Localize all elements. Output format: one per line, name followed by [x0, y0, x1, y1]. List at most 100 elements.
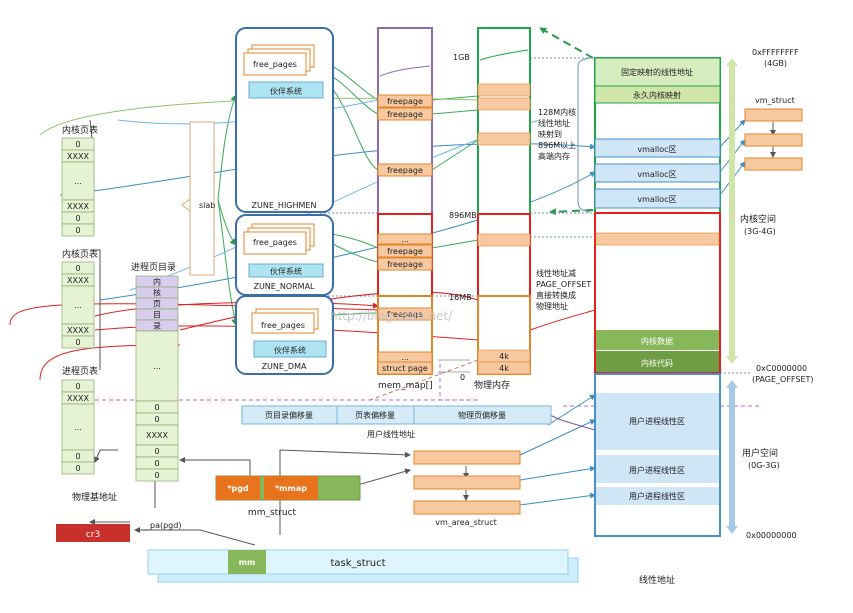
table-cell-text: 0 — [154, 415, 159, 424]
zone-highmem-label: ZUNE_HIGHMEN — [252, 201, 317, 210]
slab-bracket: slab — [181, 121, 215, 276]
zone-highmem: free_pages 伙伴系统 ZUNE_HIGHMEN — [235, 27, 334, 213]
task-struct: mm task_struct — [147, 549, 579, 583]
table-cell-text: XXXX — [146, 431, 168, 440]
addr-top-sub: (4GB) — [764, 59, 787, 68]
free-pages-label: free_pages — [253, 60, 297, 69]
table-cell-text: 0 — [75, 452, 80, 461]
zone-dma-label: ZUNE_DMA — [262, 362, 307, 371]
table-offset-label: 页表偏移量 — [355, 410, 395, 420]
annotation-line: 物理地址 — [536, 301, 568, 311]
slab-label: slab — [199, 201, 215, 210]
freepage-label: freepage — [387, 110, 423, 119]
addr-bottom: 0x00000000 — [746, 531, 797, 540]
pa-pgd-label: __pa(pgd) — [141, 521, 181, 530]
user-area-label: 用户进程线性区 — [629, 491, 685, 501]
buddy-system-label: 伙伴系统 — [270, 86, 302, 96]
table-cell-text: XXXX — [67, 152, 89, 161]
user-area-label: 用户进程线性区 — [629, 465, 685, 475]
mmap-field: *mmap — [275, 484, 307, 493]
struct-page-label: struct page — [382, 364, 428, 373]
user-linear-address: 页目录偏移量 页表偏移量 物理页偏移量 用户线性地址 — [241, 405, 552, 439]
freepage-label: freepage — [387, 247, 423, 256]
mem-map-title: mem_map[] — [378, 381, 433, 391]
table-cell-text: XXXX — [67, 276, 89, 285]
buddy-system-label: 伙伴系统 — [274, 345, 306, 355]
pgd-field: *pgd — [227, 484, 249, 493]
mm-field: mm — [239, 558, 256, 567]
mark-16mb: 16MB — [449, 293, 472, 302]
mark-1gb: 1GB — [453, 53, 470, 62]
cell-4k: 4k — [499, 364, 509, 373]
table-cell-text: XXXX — [67, 202, 89, 211]
user-space-label: 用户空间 — [742, 447, 778, 459]
kernel-space-sub: (3G-4G) — [744, 227, 776, 236]
buddy-system-label: 伙伴系统 — [270, 266, 302, 276]
annotation-line: PAGE_OFFSET — [536, 280, 591, 289]
ellipsis: ... — [401, 235, 409, 244]
kernel-space-label: 内核空间 — [740, 213, 776, 225]
table-cell — [135, 468, 179, 482]
table-cell-text: 目 — [153, 311, 161, 320]
table-cell-text: 0 — [75, 464, 80, 473]
table-cell-text: 内 — [153, 277, 161, 287]
table-cell — [61, 223, 95, 237]
table-title: 进程页目录 — [131, 262, 176, 273]
table-cell-text: 录 — [153, 322, 161, 331]
annotation-line: 896M以上 — [538, 141, 576, 150]
phys-base-label: 物理基地址 — [72, 491, 117, 503]
table-cell-text: ... — [74, 177, 82, 186]
vm-struct: vm_struct — [744, 96, 803, 171]
permanent-map-label: 永久内核映射 — [633, 90, 681, 100]
freepage-label: freepage — [387, 97, 423, 106]
user-linear-caption: 用户线性地址 — [367, 429, 415, 439]
mm-struct: *pgd *mmap mm_struct — [215, 475, 361, 518]
addr-page-offset: 0xC0000000 — [756, 364, 807, 373]
table-cell-text: 页 — [153, 300, 161, 309]
free-pages-label: free_pages — [253, 238, 297, 247]
table-title: 进程页表 — [62, 365, 98, 377]
vmalloc-label: vmalloc区 — [637, 145, 676, 154]
table-cell-text: 0 — [154, 403, 159, 412]
cell-4k: 4k — [499, 352, 509, 361]
vm-area-struct-label: vm_area_struct — [435, 518, 497, 527]
table-cell-text: ... — [74, 301, 82, 310]
cr3-register: cr3 __pa(pgd) — [56, 521, 181, 542]
freepage-label: freepage — [387, 260, 423, 269]
table-cell-text: 核 — [153, 288, 161, 298]
physical-memory-column: 4k 4k 1GB 896MB 16MB 0 物理内存 — [438, 27, 531, 391]
addr-page-offset-sub: (PAGE_OFFSET) — [752, 375, 814, 384]
table-cell — [61, 335, 95, 349]
vm-area-struct: vm_area_struct — [413, 450, 521, 527]
user-space-sub: (0G-3G) — [748, 461, 780, 470]
annotation-page-offset: 线性地址减 PAGE_OFFSET 直接转换成 物理地址 — [536, 268, 591, 311]
table-cell — [61, 285, 95, 325]
zone-normal-label: ZUNE_NORMAL — [253, 282, 315, 291]
freepage-label: freepage — [387, 166, 423, 175]
table-cell-text: XXXX — [67, 326, 89, 335]
table-cell-text: 0 — [154, 459, 159, 468]
fixmap-label: 固定映射的线性地址 — [621, 67, 693, 77]
table-cell-text: 0 — [154, 471, 159, 480]
annotation-line: 直接转换成 — [536, 290, 576, 300]
table-cell-text: ... — [74, 423, 82, 432]
table-cell-text: 0 — [75, 226, 80, 235]
annotation-line: 128M内核 — [538, 107, 576, 117]
table-cell-text: 0 — [154, 447, 159, 456]
table-title: 内核页表 — [62, 124, 98, 136]
mark-0: 0 — [460, 373, 465, 382]
zone-dma: free_pages 伙伴系统 ZUNE_DMA — [235, 295, 334, 375]
table-cell-text: 0 — [75, 264, 80, 273]
table-cell-text: ... — [153, 362, 161, 371]
annotation-line: 映射到 — [538, 129, 562, 139]
task-struct-label: task_struct — [330, 558, 385, 569]
annotation-line: 线性地址 — [538, 118, 570, 128]
table-cell-text: 0 — [75, 214, 80, 223]
user-area-label: 用户进程线性区 — [629, 416, 685, 426]
table-cell-text: 0 — [75, 338, 80, 347]
table-cell-text: 0 — [75, 140, 80, 149]
